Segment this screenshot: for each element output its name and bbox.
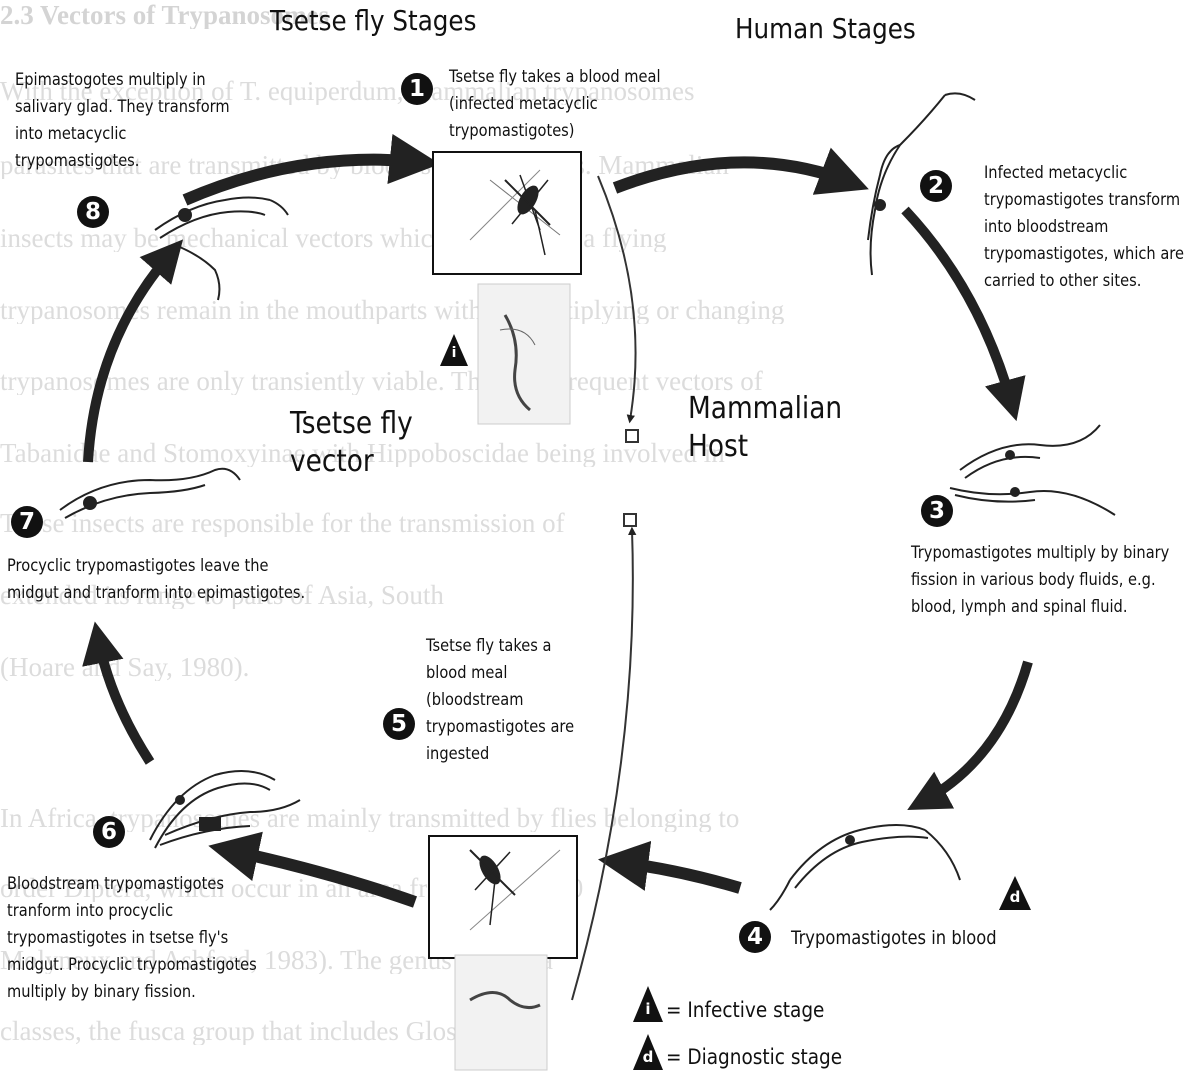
stage-2-caption: Infected metacyclic trypomastigotes tran… [984,160,1184,295]
parasite-image-bottom-inset [455,955,547,1070]
inner-arrow-down [598,176,636,420]
legend-infective-label: = Infective stage [666,998,824,1022]
infective-symbol-letter: i [449,345,459,361]
stage-badge-2: 2 [920,170,952,202]
cycle-arrow-3-to-4 [922,662,1028,802]
cycle-arrow-7-to-8 [88,252,172,462]
stage-3-caption: Trypomastigotes multiply by binary fissi… [911,540,1169,621]
parasite-image-top-inset [478,284,570,424]
tsetse-fly-image-top [433,152,581,274]
trypomastigotes-stage-4 [770,825,960,910]
tsetse-fly-image-bottom [429,836,577,958]
legend-diagnostic-letter: d [642,1048,654,1066]
stage-badge-3: 3 [921,495,953,527]
stage-7-caption: Procyclic trypomastigotes leave the midg… [7,553,305,607]
inner-arrow-up [572,530,633,1000]
human-stages-heading: Human Stages [735,12,916,45]
cycle-arrow-6-to-7 [98,638,150,762]
stage-badge-1: 1 [401,73,433,105]
stage-8-caption: Epimastogotes multiply in salivary glad.… [15,67,230,175]
stage-badge-4: 4 [739,921,771,953]
cycle-arrow-4-to-5 [618,862,740,888]
stage-5-caption: Tsetse fly takes a blood meal (bloodstre… [426,633,574,768]
stage-4-caption: Trypomastigotes in blood [791,925,997,952]
stage-badge-7: 7 [11,506,43,538]
procyclic-trypomastigotes-stage-6 [150,771,300,848]
mammalian-host-label: Mammalian Host [688,390,842,466]
diagnostic-symbol-letter: d [1009,888,1021,906]
stage-1-caption: Tsetse fly takes a blood meal (infected … [449,64,661,145]
tsetse-stages-heading: Tsetse fly Stages [270,4,476,37]
epimastigote-stage-8 [155,198,288,301]
stage-badge-5: 5 [383,708,415,740]
epimastigote-stage-7 [60,469,240,518]
stage-badge-6: 6 [93,816,125,848]
tsetse-fly-vector-label: Tsetse fly vector [290,405,413,481]
stage-badge-8: 8 [77,196,109,228]
cycle-arrow-1-to-2 [615,162,850,188]
trypomastigotes-stage-3 [950,425,1115,515]
legend-diagnostic-label: = Diagnostic stage [666,1045,842,1069]
stage-6-caption: Bloodstream trypomastigotes tranform int… [7,871,257,1006]
legend-infective-letter: i [643,1000,653,1018]
